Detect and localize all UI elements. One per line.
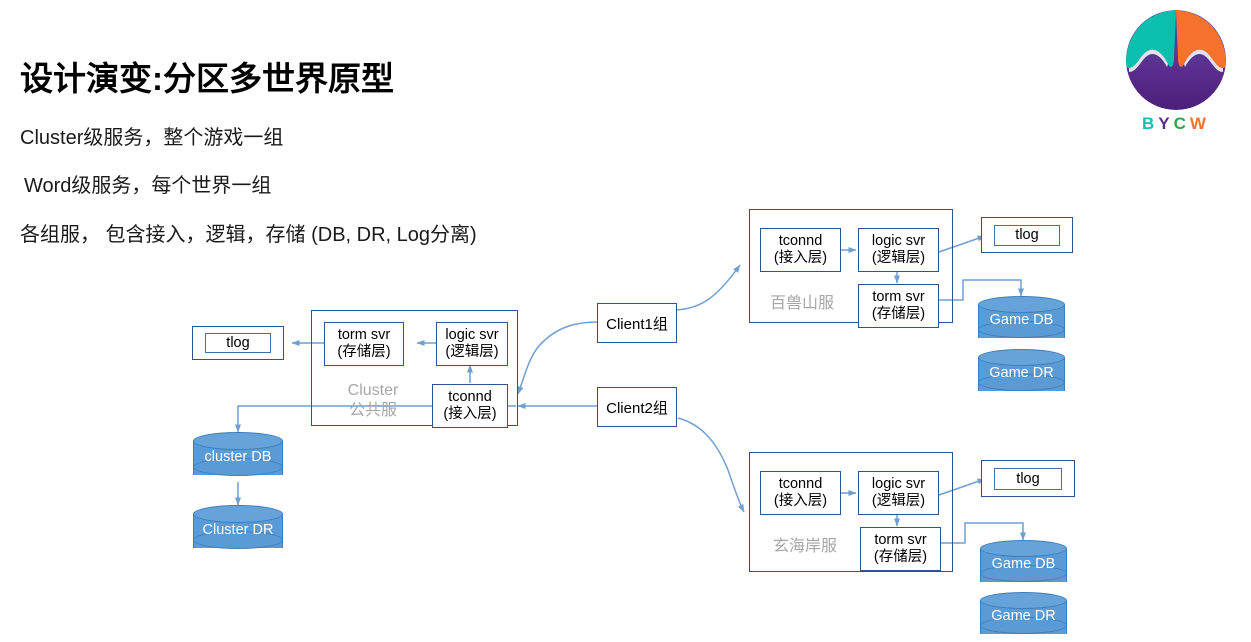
bullet-line-2: Word级服务，每个世界一组 [24,175,272,197]
logo-letter-y: Y [1158,114,1174,133]
brand-logo: BYCW [1124,8,1228,148]
cylinder-cluster-db-top [193,432,283,450]
node-world2-torm-svr[interactable]: torm svr (存储层) [860,527,941,571]
node-world1-tconnd-line1: tconnd [778,232,823,249]
group-box-world-1 [749,209,953,323]
cylinder-world1-game-db-top [978,296,1065,313]
node-world1-tconnd-line2: (接入层) [773,250,828,266]
node-cluster-tconnd[interactable]: tconnd (接入层) [432,384,508,428]
node-cluster-torm-svr-line1: torm svr [337,326,391,343]
wire-client1-to-cluster [517,321,599,395]
logo-mark-icon [1126,10,1226,110]
cylinder-cluster-dr[interactable]: Cluster DR [193,505,283,557]
group-label-cluster: Cluster 公共服 [333,381,413,421]
node-world2-torm-svr-line2: (存储层) [873,549,928,565]
cylinder-world1-game-db-bottom [978,321,1065,338]
cylinder-cluster-db-label: cluster DB [204,449,272,465]
group-box-world-2 [749,452,953,572]
cylinder-cluster-dr-bottom [193,531,283,549]
node-world2-logic-svr-line2: (逻辑层) [871,493,926,509]
cylinder-world2-game-db-bottom [980,565,1067,582]
node-world1-logic-svr[interactable]: logic svr (逻辑层) [858,228,939,272]
node-cluster-logic-svr[interactable]: logic svr (逻辑层) [436,322,508,366]
node-world1-tlog[interactable]: tlog [981,217,1073,253]
bullet-line-1: Cluster级服务，整个游戏一组 [20,127,284,149]
logo-letter-c: C [1173,114,1190,133]
node-world1-torm-svr-line1: torm svr [872,288,925,305]
node-world2-tconnd-line2: (接入层) [773,493,828,509]
node-cluster-logic-svr-line2: (逻辑层) [445,344,499,360]
node-world2-tlog-label: tlog [994,467,1062,490]
cylinder-world2-game-dr-top [980,592,1067,609]
node-world2-tlog[interactable]: tlog [981,460,1075,497]
node-cluster-tconnd-line1: tconnd [448,388,492,405]
cylinder-world2-game-dr[interactable]: Game DR [980,592,1067,642]
logo-letter-w: W [1189,114,1210,133]
node-world1-torm-svr[interactable]: torm svr (存储层) [858,284,939,328]
wire-client2-to-world2 [677,417,745,513]
cylinder-world1-game-dr-label: Game DR [989,365,1054,381]
cylinder-world2-game-dr-bottom [980,617,1067,634]
node-world2-logic-svr[interactable]: logic svr (逻辑层) [858,471,939,515]
node-world2-logic-svr-line1: logic svr [871,475,926,492]
cylinder-cluster-dr-top [193,505,283,523]
cylinder-world2-game-db-top [980,540,1067,557]
node-world2-tconnd[interactable]: tconnd (接入层) [760,471,841,515]
cylinder-world1-game-db-label: Game DB [989,312,1054,328]
group-label-cluster-line1: Cluster [347,382,399,399]
node-cluster-logic-svr-line1: logic svr [445,326,499,343]
node-world2-torm-svr-line1: torm svr [874,531,927,548]
node-world1-tlog-label: tlog [994,224,1060,246]
page-title: 设计演变:分区多世界原型 [20,60,394,97]
cylinder-world1-game-db[interactable]: Game DB [978,296,1065,346]
cylinder-cluster-dr-label: Cluster DR [202,522,274,538]
node-client1[interactable]: Client1组 [597,303,677,343]
cylinder-cluster-db-bottom [193,458,283,476]
cylinder-world1-game-dr[interactable]: Game DR [978,349,1065,399]
cylinder-world1-game-dr-top [978,349,1065,366]
node-world2-tconnd-line1: tconnd [778,475,823,492]
group-label-world-1: 百兽山服 [769,295,834,312]
cylinder-world2-game-dr-label: Game DR [991,608,1056,624]
node-cluster-torm-svr[interactable]: torm svr (存储层) [324,322,404,366]
cylinder-cluster-db[interactable]: cluster DB [193,432,283,484]
cylinder-world1-game-dr-bottom [978,374,1065,391]
node-world1-tconnd[interactable]: tconnd (接入层) [760,228,841,272]
node-cluster-tlog-label: tlog [205,333,271,353]
node-world1-logic-svr-line2: (逻辑层) [871,250,926,266]
node-cluster-tconnd-line2: (接入层) [443,406,497,422]
group-label-world-2: 玄海岸服 [772,538,837,555]
cylinder-world2-game-db-label: Game DB [991,556,1056,572]
node-world1-logic-svr-line1: logic svr [871,232,926,249]
node-cluster-torm-svr-line2: (存储层) [337,344,391,360]
logo-wordmark: BYCW [1124,114,1228,134]
node-world1-torm-svr-line2: (存储层) [871,306,926,322]
node-cluster-tlog[interactable]: tlog [192,326,284,360]
logo-letter-b: B [1142,114,1159,133]
wire-client1-to-world1 [675,264,741,311]
group-label-cluster-line2: 公共服 [348,402,397,419]
cylinder-world2-game-db[interactable]: Game DB [980,540,1067,590]
bullet-line-3: 各组服， 包含接入，逻辑，存储 (DB, DR, Log分离) [20,224,477,246]
node-client2[interactable]: Client2组 [597,387,677,427]
